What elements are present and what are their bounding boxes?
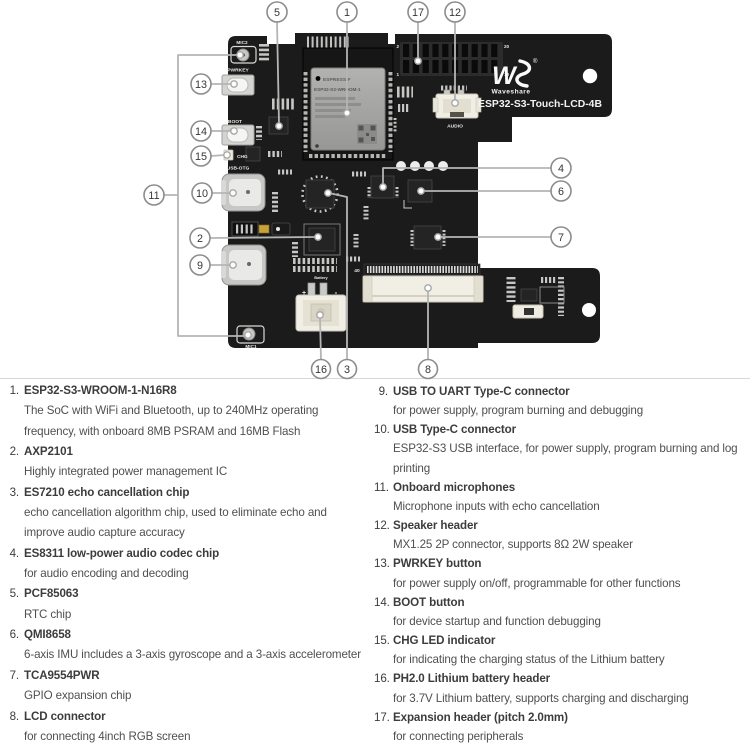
- callout-16: 16: [310, 358, 332, 380]
- lcd-40-label: 40: [354, 268, 360, 274]
- callouts: 5 1 17 12 13 14 15 11 10 2 9 4 6 7 16 3 …: [143, 1, 572, 380]
- callout-9: 9: [189, 254, 211, 276]
- module-name: ESP32-S3-WROOM-1: [314, 87, 361, 92]
- callout-17: 17: [407, 1, 429, 23]
- callout-6: 6: [550, 180, 572, 202]
- board-diagram: ESPRESSIF ESP32-S3-WROOM-1 2 20 1: [143, 1, 612, 380]
- callout-3: 3: [336, 358, 358, 380]
- battery-plus: +: [302, 290, 306, 297]
- svg-text:1: 1: [344, 7, 350, 19]
- callout-2: 2: [189, 227, 211, 249]
- header-pin-2: 2: [396, 44, 399, 49]
- legend-item-17: 17.Expansion header (pitch 2.0mm)for con…: [374, 710, 568, 743]
- usb-otg-connector: USB-OTG: [221, 166, 266, 212]
- svg-text:6: 6: [558, 186, 564, 198]
- svg-text:5: 5: [274, 7, 280, 19]
- callout-4: 4: [550, 157, 572, 179]
- svg-text:4: 4: [558, 163, 564, 175]
- esp32-module: ESPRESSIF ESP32-S3-WROOM-1: [302, 36, 394, 161]
- expansion-header: 2 20 1 19: [396, 42, 510, 77]
- battery-label: Battery: [314, 275, 328, 280]
- svg-text:12: 12: [449, 7, 461, 19]
- callout-15: 15: [190, 145, 212, 167]
- waveshare-logo: W ® Waveshare: [491, 58, 538, 96]
- board-model-silk: ESP32-S3-Touch-LCD-4B: [478, 99, 602, 110]
- module-maker: ESPRESSIF: [323, 77, 350, 83]
- header-pin-19: 19: [504, 72, 510, 77]
- svg-text:17: 17: [412, 7, 424, 19]
- header-pin-1: 1: [396, 72, 399, 77]
- espressif-logo: [315, 76, 321, 81]
- chg-label: CHG: [237, 154, 248, 160]
- tca9554-chip: [410, 225, 446, 250]
- svg-text:13: 13: [195, 79, 207, 91]
- brand-name: Waveshare: [491, 89, 530, 96]
- separator-line: [0, 378, 750, 379]
- header-pin-20: 20: [504, 44, 510, 49]
- callout-5: 5: [266, 1, 288, 23]
- svg-text:7: 7: [558, 232, 564, 244]
- leader-dots: [223, 51, 459, 339]
- svg-text:10: 10: [196, 188, 208, 200]
- callout-14: 14: [190, 120, 212, 142]
- svg-text:®: ®: [533, 58, 538, 65]
- svg-text:15: 15: [195, 151, 207, 163]
- svg-text:8: 8: [425, 364, 431, 376]
- boot-label: BOOT: [228, 119, 242, 125]
- callout-7: 7: [550, 226, 572, 248]
- callout-8: 8: [417, 358, 439, 380]
- callout-13: 13: [190, 73, 212, 95]
- callout-10: 10: [191, 182, 213, 204]
- leader-lines: [163, 21, 552, 361]
- usb-otg-label: USB-OTG: [227, 166, 250, 172]
- svg-text:16: 16: [315, 364, 327, 376]
- callout-1: 1: [336, 1, 358, 23]
- mic2-label: MIC2: [236, 40, 248, 45]
- svg-text:11: 11: [148, 190, 159, 202]
- callout-11: 11: [143, 184, 165, 206]
- boot-button: BOOT: [221, 119, 255, 146]
- svg-text:2: 2: [197, 233, 203, 245]
- audio-label: AUDIO: [447, 124, 463, 130]
- svg-text:W: W: [492, 62, 518, 90]
- axp2101-chip: [303, 223, 341, 256]
- mic1-label: MIC1: [245, 344, 257, 349]
- lcd-connector: 40: [354, 263, 484, 303]
- module-qr-code: [357, 124, 377, 144]
- mounting-hole: [582, 303, 596, 317]
- pwrkey-label: PWRKEY: [227, 68, 249, 74]
- svg-text:9: 9: [197, 260, 203, 272]
- svg-text:14: 14: [195, 126, 207, 138]
- mounting-hole: [582, 68, 598, 84]
- battery-minus: -: [335, 288, 338, 297]
- callout-12: 12: [444, 1, 466, 23]
- svg-text:3: 3: [344, 364, 350, 376]
